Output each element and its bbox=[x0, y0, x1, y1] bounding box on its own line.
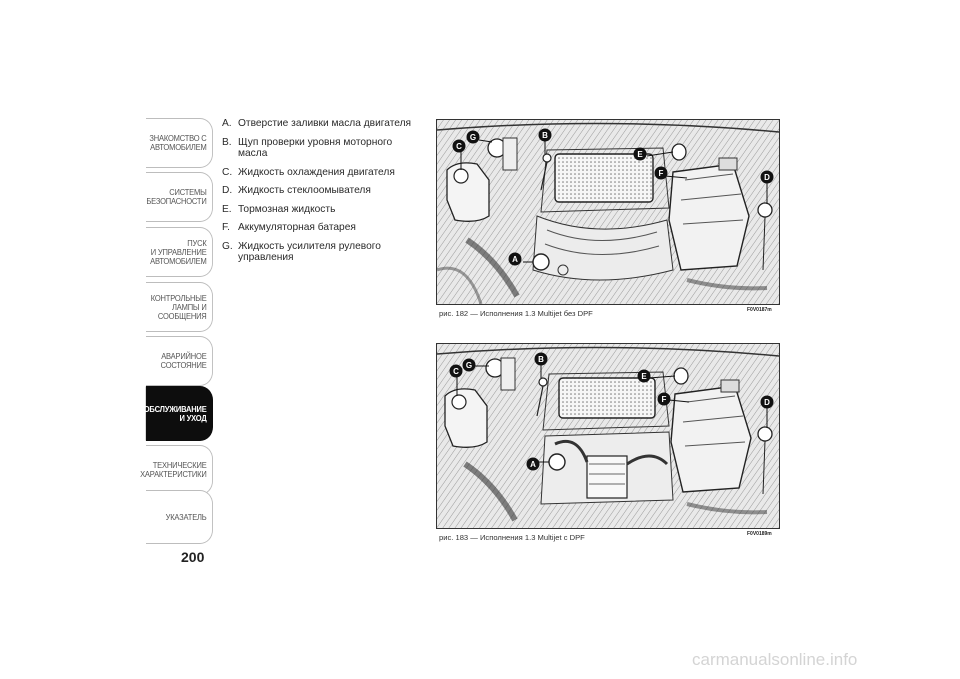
callout-label: G bbox=[466, 361, 472, 370]
callout-label: D bbox=[764, 173, 770, 182]
callout-label: E bbox=[641, 372, 647, 381]
engine-bay-illustration: G B C E F D A bbox=[437, 120, 779, 304]
callout-label: A bbox=[512, 255, 518, 264]
legend-item: A. Отверстие заливки масла двигателя bbox=[222, 118, 412, 129]
callout-label: F bbox=[662, 395, 667, 404]
tab-maintenance[interactable]: ТЕХОБСЛУЖИВАНИЕ И УХОД bbox=[130, 386, 213, 441]
component-legend: A. Отверстие заливки масла двигателя B. … bbox=[222, 118, 412, 271]
watermark: carmanualsonline.info bbox=[692, 650, 858, 669]
tab-starting-driving[interactable]: ПУСК И УПРАВЛЕНИЕ АВТОМОБИЛЕМ bbox=[145, 227, 213, 277]
engine-bay-figure-183: G B C E F D A bbox=[436, 343, 780, 529]
tab-index[interactable]: УКАЗАТЕЛЬ bbox=[145, 490, 213, 544]
tab-warning-lights[interactable]: КОНТРОЛЬНЫЕ ЛАМПЫ И СООБЩЕНИЯ bbox=[145, 282, 213, 332]
callout-label: D bbox=[764, 398, 770, 407]
engine-bay-illustration: G B C E F D A bbox=[437, 344, 779, 528]
callout-label: F bbox=[659, 169, 664, 178]
tab-technical-data[interactable]: ТЕХНИЧЕСКИЕ ХАРАКТЕРИСТИКИ bbox=[140, 445, 213, 495]
legend-item: B. Щуп проверки уровня моторного масла bbox=[222, 136, 393, 160]
figure-caption: рис. 183 — Исполнения 1.3 Multijet с DPF bbox=[439, 533, 585, 542]
page-number: 200 bbox=[181, 549, 205, 565]
figure-code: F0V0187m bbox=[747, 307, 772, 313]
tab-safety[interactable]: СИСТЕМЫ БЕЗОПАСНОСТИ bbox=[145, 172, 213, 222]
callout-label: C bbox=[453, 367, 459, 376]
legend-item: E. Тормозная жидкость bbox=[222, 203, 336, 215]
legend-item: F. Аккумуляторная батарея bbox=[222, 222, 356, 233]
callout-label: G bbox=[470, 133, 476, 142]
callout-label: B bbox=[538, 355, 544, 364]
legend-item: C. Жидкость охлаждения двигателя bbox=[222, 166, 395, 178]
callout-label: B bbox=[542, 131, 548, 140]
callout-label: C bbox=[456, 142, 462, 151]
callout-label: E bbox=[637, 150, 643, 159]
figure-caption: рис. 182 — Исполнения 1.3 Multijet без D… bbox=[439, 309, 593, 318]
callout-label: A bbox=[530, 460, 536, 469]
tab-intro[interactable]: ЗНАКОМСТВО С АВТОМОБИЛЕМ bbox=[145, 118, 213, 168]
figure-code: F0V0189m bbox=[747, 531, 772, 537]
legend-item: D. Жидкость стеклоомывателя bbox=[222, 185, 371, 196]
legend-item: G. Жидкость усилителя рулевого управлени… bbox=[222, 240, 381, 264]
tab-emergency[interactable]: АВАРИЙНОЕ СОСТОЯНИЕ bbox=[145, 336, 213, 386]
engine-bay-figure-182: G B C E F D A bbox=[436, 119, 780, 305]
